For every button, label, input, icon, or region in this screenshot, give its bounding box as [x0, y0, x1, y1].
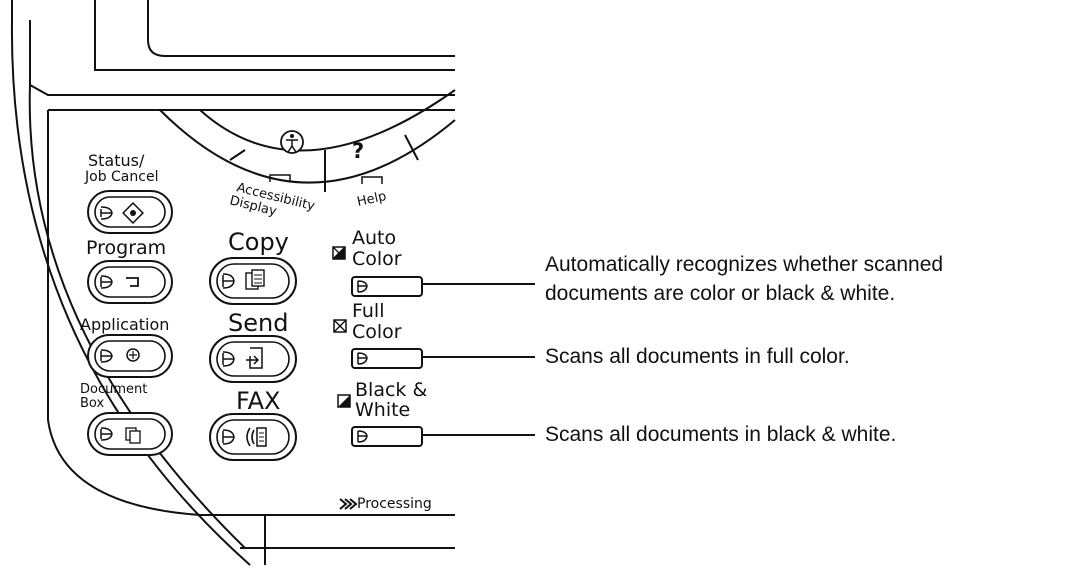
send-button[interactable] [209, 335, 297, 383]
auto-label: Auto [352, 227, 397, 249]
program-button[interactable] [87, 260, 173, 304]
arc-inner [199, 89, 456, 152]
program-arrow-icon [126, 277, 139, 287]
processing-label: Processing [357, 496, 432, 512]
arc-divider-left [229, 149, 246, 161]
application-label: Application [80, 315, 170, 334]
help-icon: ? [352, 139, 364, 163]
accessibility-person-icon [280, 130, 304, 154]
full-color-icon [333, 319, 347, 333]
accessibility-indicator [269, 174, 291, 182]
processing-chevrons-icon [339, 498, 358, 510]
send-icon [246, 347, 263, 369]
black-label: Black & [355, 379, 428, 401]
copy-label: Copy [228, 228, 289, 256]
arc-outer [159, 109, 456, 184]
copy-button[interactable] [209, 257, 297, 305]
application-button[interactable] [87, 334, 173, 378]
document-box-button[interactable] [87, 412, 173, 456]
full-color-label: Color [352, 321, 402, 343]
copy-icon [245, 269, 265, 290]
full-color-key[interactable] [351, 348, 423, 369]
auto-color-label: Color [352, 248, 402, 270]
status-job-cancel-button[interactable] [87, 190, 173, 234]
display-frame-inner [147, 0, 455, 57]
white-label: White [355, 399, 411, 421]
black-white-key[interactable] [351, 426, 423, 447]
display-frame-outer [94, 0, 455, 71]
auto-color-key[interactable] [351, 276, 423, 297]
panel-edge-inner [28, 20, 246, 549]
fax-icon [246, 427, 267, 447]
application-icon [126, 348, 140, 362]
fax-label: FAX [236, 387, 281, 415]
send-label: Send [228, 309, 289, 337]
panel-edge-face [47, 110, 201, 516]
box-label: Box [80, 396, 105, 411]
full-color-description: Scans all documents in full color. [545, 345, 850, 368]
black-white-description: Scans all documents in black & white. [545, 423, 897, 446]
auto-color-description-1: Automatically recognizes whether scanned [545, 253, 944, 276]
arc-divider-right [404, 134, 419, 161]
full-label: Full [352, 300, 385, 322]
bezel-line-1 [29, 84, 455, 96]
help-label: Help [356, 189, 388, 210]
program-label: Program [86, 237, 167, 259]
document-box-icon [125, 427, 141, 444]
status-diamond-icon [122, 202, 144, 224]
status-label: Status/ [88, 151, 145, 170]
help-indicator [361, 176, 383, 184]
job-cancel-label: Job Cancel [85, 169, 159, 185]
black-white-icon [337, 394, 351, 408]
auto-color-description-2: documents are color or black & white. [545, 282, 896, 305]
fax-button[interactable] [209, 413, 297, 461]
panel-edge-outer [10, 0, 251, 566]
auto-color-icon [332, 246, 346, 260]
document-label: Document [80, 382, 148, 397]
